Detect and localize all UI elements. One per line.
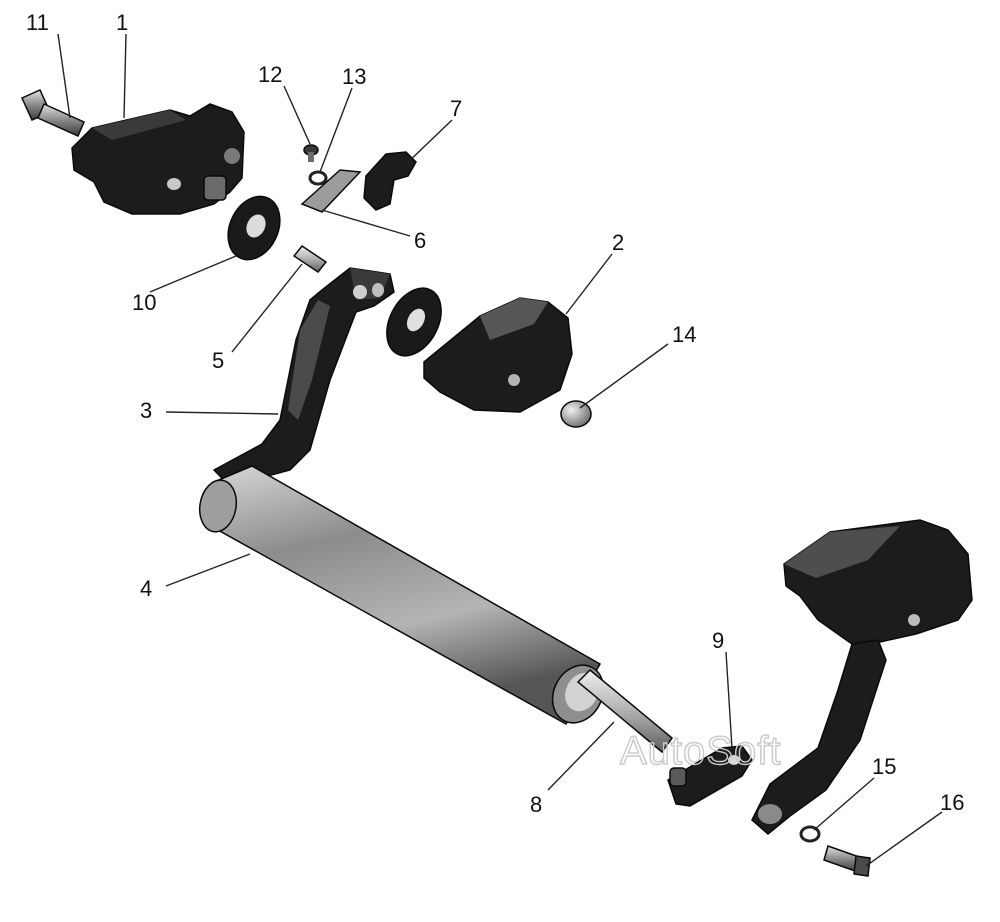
callout-5: 5 — [212, 348, 224, 373]
part-14-cap — [560, 400, 592, 428]
callout-3: 3 — [140, 398, 152, 423]
callout-12: 12 — [258, 62, 282, 87]
callout-13: 13 — [342, 64, 366, 89]
leader-lines — [57, 33, 943, 867]
part-11-bolt — [21, 89, 85, 137]
part-10-washer — [227, 195, 281, 261]
callout-14: 14 — [672, 322, 696, 347]
callout-7: 7 — [450, 96, 462, 121]
watermark-text: AutoSoft — [620, 729, 781, 773]
part-3-lever-arm — [212, 267, 395, 487]
callout-4: 4 — [140, 576, 152, 601]
part-6-plate — [300, 169, 362, 213]
part-8-rod — [576, 668, 674, 754]
callout-2: 2 — [612, 230, 624, 255]
part-2-bracket — [423, 297, 573, 413]
callout-9: 9 — [712, 628, 724, 653]
part-15-washer — [799, 825, 821, 843]
part-4-tube — [198, 465, 605, 726]
callout-11: 11 — [26, 10, 49, 35]
callout-8: 8 — [530, 792, 542, 817]
part-5-pin — [292, 244, 328, 274]
callout-15: 15 — [872, 754, 896, 779]
part-1-bracket — [71, 103, 245, 215]
callout-6: 6 — [414, 228, 426, 253]
washer-near-part-2 — [386, 287, 442, 357]
part-13-washer — [308, 170, 328, 186]
callout-1: 1 — [116, 10, 128, 35]
right-bracket-assembly — [751, 519, 973, 835]
part-16-bolt — [823, 845, 871, 877]
part-7-lever — [363, 151, 417, 211]
callout-16: 16 — [940, 790, 964, 815]
part-12-screw — [303, 144, 319, 162]
part-9-link — [667, 745, 753, 807]
callout-labels: 11 1 12 13 7 6 2 10 5 14 3 4 9 8 15 16 — [26, 10, 964, 817]
callout-10: 10 — [132, 290, 156, 315]
